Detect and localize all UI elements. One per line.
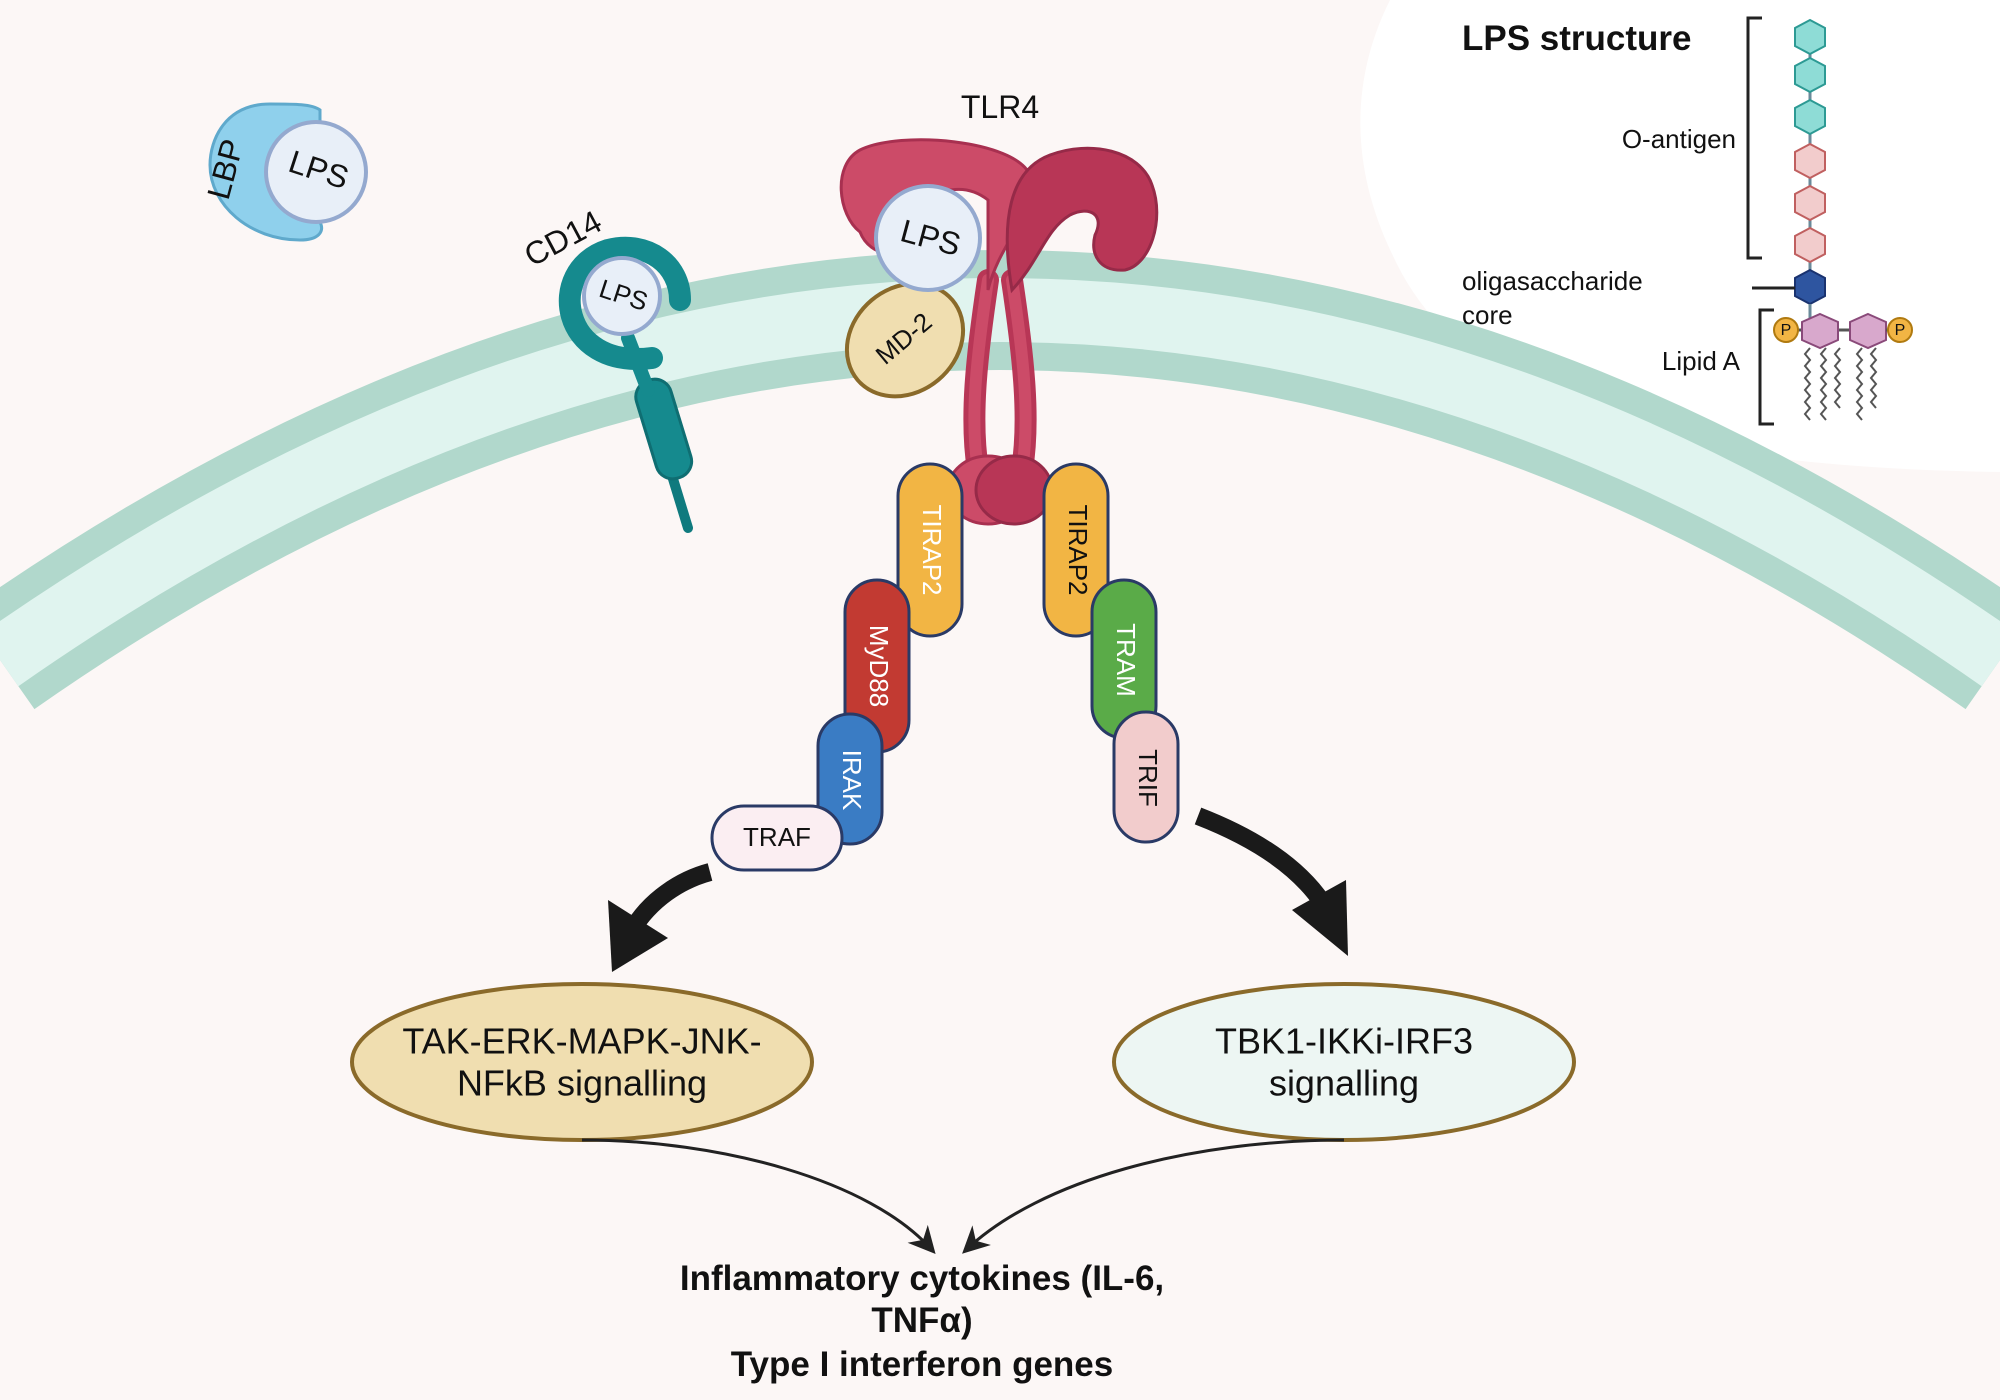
trif-label: TRIF	[1133, 749, 1163, 807]
lipid-a-sugar-2	[1849, 312, 1887, 350]
cell-membrane	[0, 250, 2000, 710]
irf3-pathway: TBK1-IKKi-IRF3 signalling	[1112, 982, 1576, 1142]
o-antigen-sugars	[1794, 18, 1826, 264]
trif: TRIF	[1112, 710, 1180, 844]
trif-adaptor-chain: TIRAP2 TRAM TRIF	[1042, 462, 1180, 844]
core-label-line2: core	[1462, 300, 1513, 330]
irak: IRAK	[816, 712, 884, 846]
nfkb-pathway: TAK-ERK-MAPK-JNK- NFkB signalling	[350, 982, 814, 1142]
tlr4-label: TLR4	[961, 89, 1039, 125]
arrow-to-nfkb-pathway	[608, 863, 713, 972]
phosphate-left-label: P	[1781, 322, 1792, 339]
lbp-lps-molecule	[264, 120, 368, 224]
outcome-line2: TNFα)	[871, 1301, 972, 1340]
myd88-label: MyD88	[864, 625, 894, 707]
phosphate-right-label: P	[1895, 322, 1906, 339]
phosphate-right: P	[1887, 317, 1913, 343]
outcome-line3: Type I interferon genes	[731, 1345, 1114, 1384]
arrow-nfkb-to-outcome	[581, 1138, 936, 1255]
nfkb-pathway-line2: NFkB signalling	[457, 1063, 707, 1104]
irf3-pathway-line1: TBK1-IKKi-IRF3	[1215, 1021, 1473, 1062]
o-antigen-label: O-antigen	[1622, 124, 1736, 154]
lps-structure-title: LPS structure	[1462, 19, 1692, 58]
cd14-lps-molecule	[582, 256, 662, 336]
lps-structure-inset: LPS structure O-antigen oligasaccharide …	[1462, 16, 1913, 426]
tram-label: TRAM	[1111, 623, 1141, 697]
core-sugar	[1794, 268, 1826, 306]
tirap-right-label: TIRAP2	[1063, 504, 1093, 595]
irf3-pathway-line2: signalling	[1269, 1063, 1419, 1104]
md2-coreceptor: MD-2	[844, 281, 966, 399]
lipid-a-bracket	[1758, 308, 1774, 426]
irak-label: IRAK	[837, 750, 867, 811]
fatty-acid-chains	[1803, 347, 1878, 421]
phosphate-left: P	[1773, 317, 1799, 343]
outcome-line1: Inflammatory cytokines (IL-6,	[680, 1259, 1164, 1298]
myd88: MyD88	[843, 578, 911, 754]
tirap-right: TIRAP2	[1042, 462, 1110, 638]
tram: TRAM	[1090, 578, 1158, 740]
cd14-receptor: CD14 LPS	[518, 203, 694, 533]
tirap-left: TIRAP2	[896, 462, 964, 638]
nfkb-pathway-line1: TAK-ERK-MAPK-JNK-	[402, 1021, 761, 1062]
o-antigen-bracket	[1746, 16, 1762, 260]
arrow-to-irf3-pathway	[1194, 807, 1348, 956]
traf: TRAF	[710, 804, 844, 872]
tlr4-lps-complex: LPS	[874, 184, 982, 292]
traf-label: TRAF	[743, 822, 811, 852]
lipid-a-sugar-1	[1801, 312, 1839, 350]
core-label-line1: oligasaccharide	[1462, 266, 1643, 296]
arrow-irf3-to-outcome	[962, 1138, 1345, 1254]
myd88-adaptor-chain: TIRAP2 MyD88 IRAK TRAF	[710, 462, 964, 872]
lipid-a-label: Lipid A	[1662, 346, 1741, 376]
lbp-complex: LBP LPS	[200, 102, 368, 242]
outcome-text: Inflammatory cytokines (IL-6, TNFα) Type…	[680, 1259, 1164, 1384]
tirap-left-label: TIRAP2	[917, 504, 947, 595]
